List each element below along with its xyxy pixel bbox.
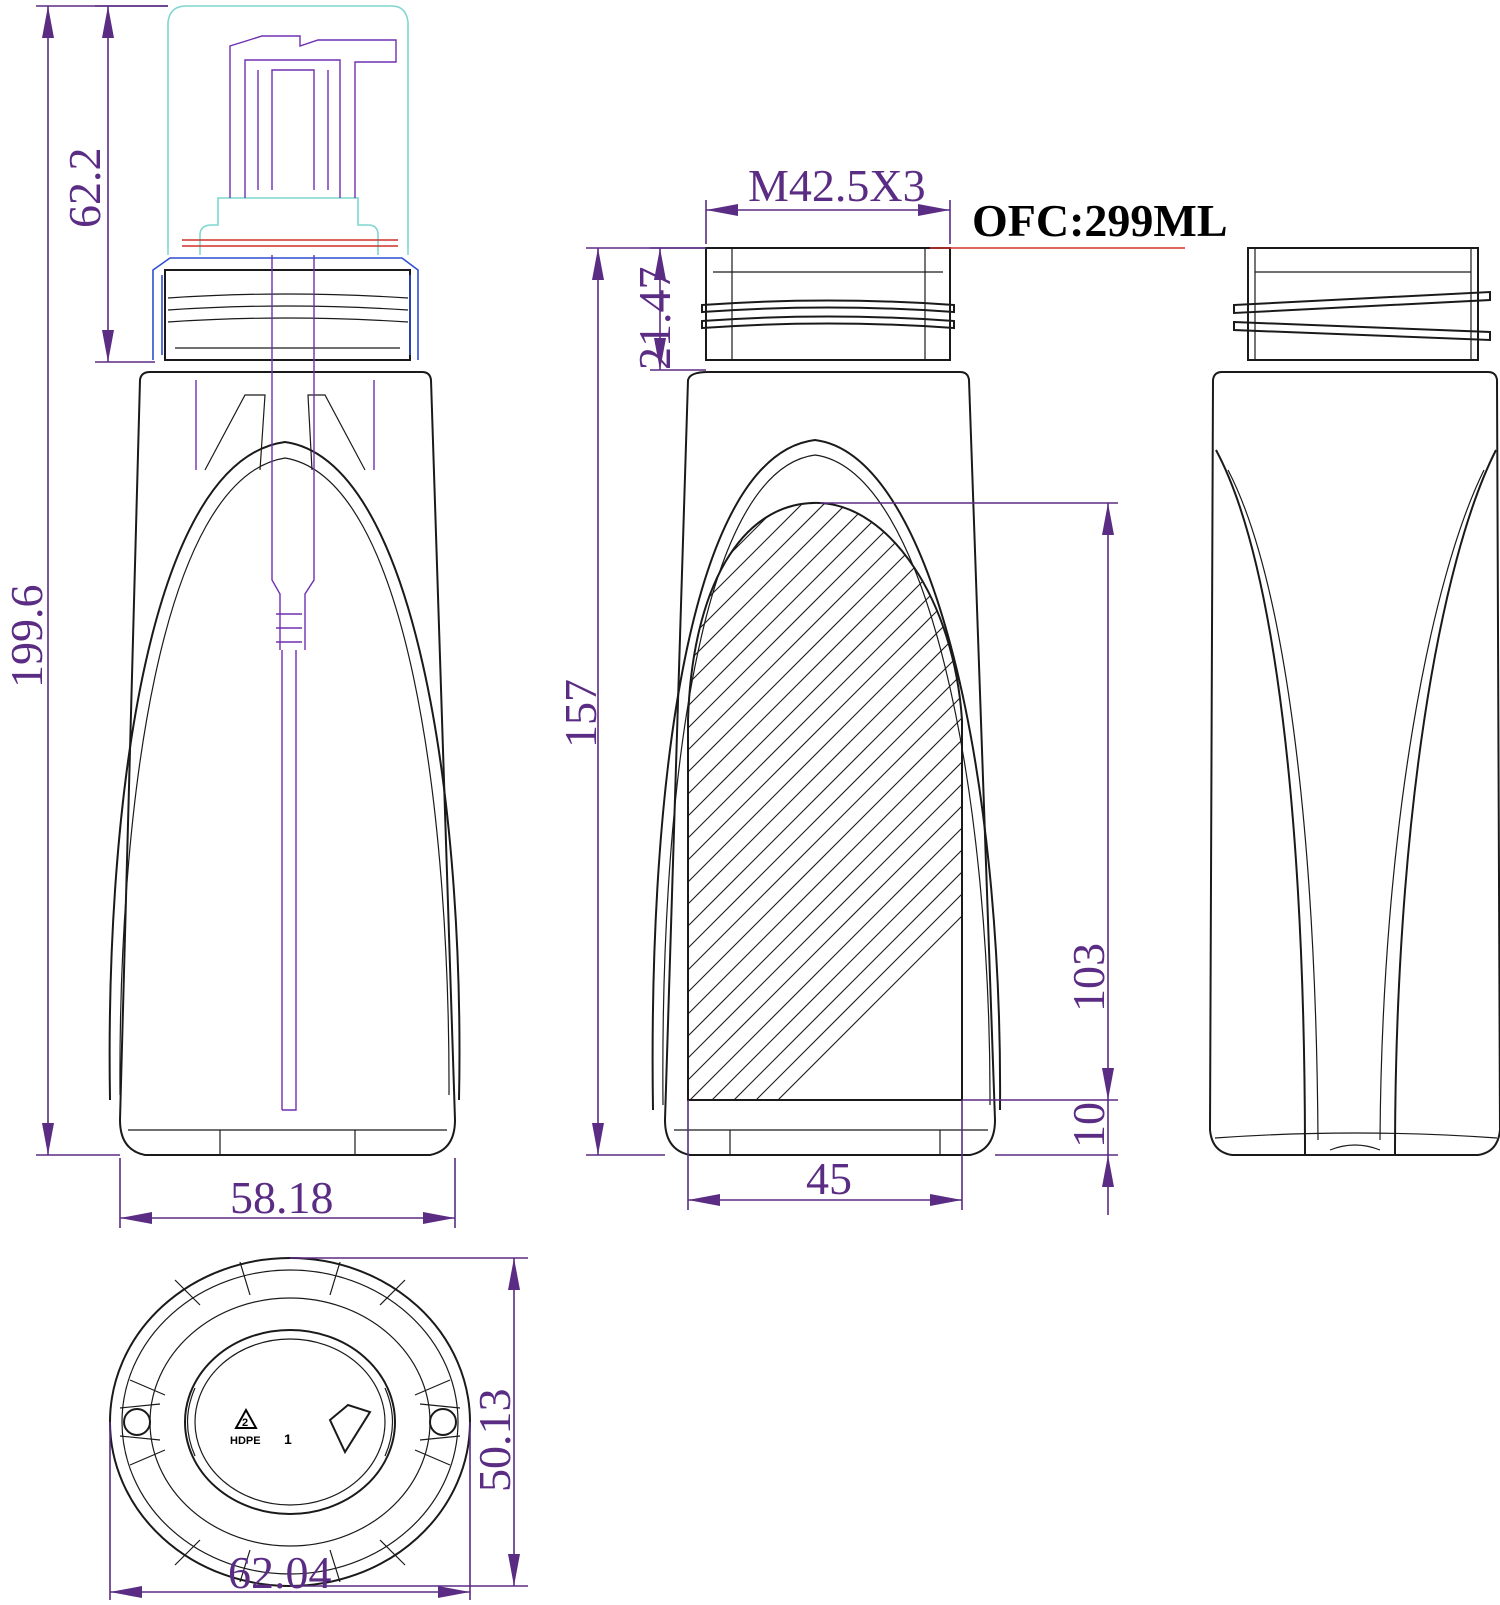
hatch-line xyxy=(688,502,851,1100)
mold-number: 1 xyxy=(284,1431,292,1447)
hatch-line xyxy=(733,502,962,1100)
material-code: HDPE xyxy=(230,1435,261,1447)
hatch-line xyxy=(688,502,961,1100)
hatch-line xyxy=(688,502,962,1100)
pump-collar xyxy=(152,257,419,360)
capacity-callout: OFC:299ML xyxy=(930,195,1228,249)
base-width-label: 62.04 xyxy=(228,1547,332,1598)
capacity-label: OFC:299ML xyxy=(972,195,1228,246)
hatch-line xyxy=(688,502,962,1100)
hatch-line xyxy=(0,500,454,1100)
hatch-line xyxy=(0,500,586,1100)
dimension-base-depth: 50.13 xyxy=(290,1257,528,1587)
front-bottle-outline xyxy=(651,247,1002,1156)
pump-dip-tube xyxy=(195,255,375,1111)
dimension-pump-height: 62.2 xyxy=(59,5,168,363)
front-view-with-pump: 62.2 199.6 58.18 xyxy=(1,5,461,1228)
hatch-line xyxy=(711,502,962,1100)
body-height-label: 157 xyxy=(555,679,606,748)
pump-overcap xyxy=(167,5,409,255)
label-height-label: 103 xyxy=(1063,943,1114,1012)
hatch-line xyxy=(688,502,873,1100)
hatch-line xyxy=(688,502,962,1100)
hatch-line xyxy=(688,502,962,1100)
hatch-line xyxy=(688,502,763,1100)
hatch-line xyxy=(30,500,630,1100)
base-depth-label: 50.13 xyxy=(469,1389,520,1493)
hatch-line xyxy=(74,500,674,1100)
pump-head xyxy=(229,35,397,198)
front-bottle-body xyxy=(108,371,461,1156)
hatch-line xyxy=(0,500,498,1100)
hatch-line xyxy=(688,502,962,1100)
dimension-bottle-width: 58.18 xyxy=(119,1158,456,1228)
bottle-width-label: 58.18 xyxy=(230,1172,334,1223)
dimension-body-height: 157 xyxy=(555,247,706,1156)
pump-height-label: 62.2 xyxy=(59,148,110,229)
hatch-line xyxy=(0,500,432,1100)
hatch-line xyxy=(689,502,962,1100)
dimension-total-height: 199.6 xyxy=(1,5,168,1156)
label-hatching xyxy=(0,500,962,1100)
hatch-line xyxy=(0,500,542,1100)
hatch-line xyxy=(688,502,962,1100)
hatch-line xyxy=(688,502,962,1100)
hatch-line xyxy=(688,502,962,1100)
hatch-line xyxy=(688,502,962,1100)
hatch-line xyxy=(755,502,962,1100)
hatch-line xyxy=(688,502,962,1100)
hatch-line xyxy=(52,500,652,1100)
hatch-line xyxy=(777,502,962,1100)
fill-line-marker xyxy=(182,239,398,247)
hatch-line xyxy=(688,502,741,1100)
dimension-base-width: 62.04 xyxy=(109,1422,471,1600)
neck-height-label: 21.47 xyxy=(629,267,680,371)
hatch-line xyxy=(0,500,388,1100)
dimension-neck-height: 21.47 xyxy=(629,247,706,371)
front-neck xyxy=(164,269,411,361)
hatch-line xyxy=(688,502,829,1100)
hatch-line xyxy=(0,500,476,1100)
total-height-label: 199.6 xyxy=(1,585,52,689)
label-width-label: 45 xyxy=(806,1153,852,1204)
hatch-line xyxy=(688,502,962,1100)
hatch-line xyxy=(688,502,785,1100)
hatch-line xyxy=(688,502,719,1100)
recycle-hdpe-icon: 2 HDPE xyxy=(230,1407,261,1447)
dimension-thread: M42.5X3 xyxy=(705,160,951,244)
hatch-line xyxy=(688,502,697,1100)
hatch-line xyxy=(688,502,917,1100)
dimension-label-height: 103 xyxy=(820,502,1118,1101)
hatch-line xyxy=(0,500,410,1100)
side-bottle-view xyxy=(1208,247,1500,1156)
front-bottle-view: M42.5X3 OFC:299ML 21.47 157 103 xyxy=(0,160,1228,1215)
recycle-code: 2 xyxy=(242,1417,248,1429)
hatch-line xyxy=(688,502,895,1100)
label-panel xyxy=(0,500,963,1101)
dimension-label-offset: 10 xyxy=(995,1100,1118,1215)
hatch-line xyxy=(688,502,962,1100)
thread-label: M42.5X3 xyxy=(748,160,926,211)
bottom-view: 2 HDPE 1 62.04 50.13 xyxy=(109,1257,528,1600)
dimension-label-width: 45 xyxy=(687,1100,963,1210)
orientation-mark xyxy=(328,1403,372,1455)
hatch-line xyxy=(688,502,962,1100)
hatch-line xyxy=(0,500,520,1100)
label-offset-label: 10 xyxy=(1063,1102,1114,1148)
hatch-line xyxy=(688,502,962,1100)
hatch-line xyxy=(688,502,939,1100)
